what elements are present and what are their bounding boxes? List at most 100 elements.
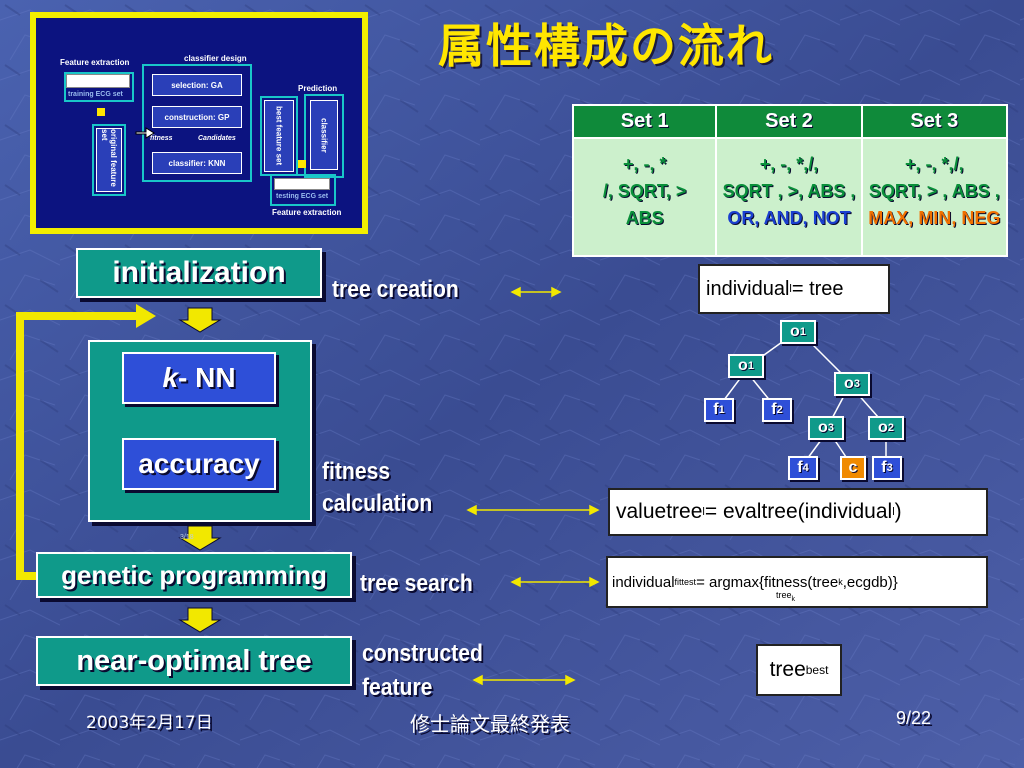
thumb-classifier-design-label: classifier design (184, 54, 247, 63)
thumb-fitness-label: fitness (150, 135, 173, 142)
set3-line2: SQRT, > , ABS , (868, 181, 1000, 201)
knn-box: k - NN (122, 352, 276, 404)
slide-title: 属性構成の流れ (438, 19, 774, 73)
set3-header: Set 3 (860, 104, 1009, 139)
set3-cell: +, -, *,/, SQRT, > , ABS , MAX, MIN, NEG (860, 137, 1009, 257)
initialization-box: initialization (76, 248, 322, 298)
thumb-selection-ga: selection: GA (152, 74, 242, 96)
fitness-label: fitness (322, 458, 391, 485)
footer-date: 2003年2月17日 (86, 713, 213, 733)
thumb-arrow-down (97, 108, 105, 116)
set2-sep2: , (802, 208, 813, 228)
f3-c: {fitness(tree (759, 573, 839, 591)
f2-c: ) (894, 500, 902, 523)
tree-leaf-constant: c (840, 456, 866, 480)
down-arrow-4 (178, 607, 222, 633)
set2-not: NOT (812, 208, 851, 228)
set2-line1: +, -, *,/, (759, 154, 819, 174)
thumb-feature-extraction-label: Feature extraction (60, 58, 130, 67)
f3-b: = argmax (696, 573, 760, 591)
set2-header: Set 2 (715, 104, 863, 139)
thumb-classifier-knn: classifier: KNN (152, 152, 242, 174)
set3-neg: NEG (961, 208, 1001, 228)
f3-under: treek (776, 590, 795, 603)
thumb-feature-extraction-bottom-label: Feature extraction (272, 208, 342, 217)
constructed-label: constructed (362, 640, 483, 667)
set2-sep1: , (754, 208, 764, 228)
set2-and: AND (763, 208, 803, 228)
f2-sub1: l (702, 506, 705, 518)
tree-edges (717, 331, 887, 467)
thumb-training-ecg-label: training ECG set (68, 91, 123, 98)
set1-line1: +, -, * (622, 154, 667, 174)
f3-under-sub: k (791, 595, 796, 603)
thumb-prediction-label: Prediction (298, 84, 338, 93)
feature-label: feature (362, 674, 433, 701)
system-overview-thumbnail: Feature extraction training ECG set orig… (30, 12, 368, 234)
set1-line3: ABS (625, 208, 664, 228)
f3-sub2: k (838, 577, 843, 587)
thumb-prediction-frame (304, 94, 344, 178)
thumb-original-feature-set: original feature set (96, 128, 122, 192)
thumb-classifier: classifier (310, 100, 338, 170)
function-sets-table: Set 1 Set 2 Set 3 +, -, * /, SQRT, > ABS… (571, 104, 1009, 257)
thumb-testing-sequence (274, 178, 330, 190)
down-arrow-1 (178, 307, 222, 333)
set3-max: MAX (868, 208, 909, 228)
f3-under-text: tree (776, 590, 792, 600)
thumb-original-frame (92, 124, 126, 196)
pointing-hand-icon (135, 127, 155, 139)
footer-page-number: 9/22 (896, 708, 932, 728)
tree-search-label: tree search (360, 570, 473, 597)
set3-line1: +, -, *,/, (905, 154, 964, 174)
f4-a: tree (769, 658, 806, 681)
accuracy-box: accuracy (122, 438, 276, 490)
thumb-testing-ecg-label: testing ECG set (276, 193, 329, 200)
thumb-classifier-design-frame (142, 64, 252, 182)
knn-rest: - NN (178, 362, 236, 393)
genetic-programming-box: genetic programming (36, 552, 352, 598)
thumb-testing-frame (270, 174, 336, 206)
thumb-best-feature-set: best feature set (264, 100, 294, 172)
set2-cell: +, -, *,/, SQRT , >, ABS , OR, AND, NOT (715, 137, 863, 257)
f3-d: ,ecgdb)} (842, 573, 898, 591)
f1-rhs: = tree (791, 277, 844, 300)
f4-sub: best (805, 663, 829, 677)
set2-line3: OR, AND, NOT (717, 205, 860, 232)
f2-b: = evaltree(individual (704, 500, 893, 523)
footer-title: 修士論文最終発表 (410, 712, 570, 736)
f1-sub: l (789, 283, 792, 295)
f2-sub2: l (892, 506, 895, 518)
thumb-arrow-up (298, 160, 306, 168)
f3-sub1: fittest (674, 577, 697, 587)
set2-or: OR (727, 208, 755, 228)
feedback-loop-arrowhead (136, 304, 156, 328)
thumb-construction-gp: construction: GP (152, 106, 242, 128)
f2-a: valuetree (616, 500, 703, 523)
small-mark: 3/18 (180, 534, 194, 541)
thumb-training-frame (64, 72, 134, 102)
set3-line3: MAX, MIN, NEG (863, 205, 1006, 232)
thumb-candidates-label: Candidates (198, 135, 236, 142)
near-optimal-tree-box: near-optimal tree (36, 636, 352, 686)
set1-cell: +, -, * /, SQRT, > ABS (571, 137, 718, 257)
set2-line2: SQRT , >, ABS , (722, 181, 856, 201)
knn-k: k (162, 362, 179, 393)
set3-sep1: , (908, 208, 919, 228)
f1-lhs: individual (706, 277, 790, 300)
set1-line2: /, SQRT, > (602, 181, 687, 201)
set3-sep2: , (951, 208, 962, 228)
set3-min: MIN (918, 208, 952, 228)
f3-a: individual (612, 573, 675, 591)
